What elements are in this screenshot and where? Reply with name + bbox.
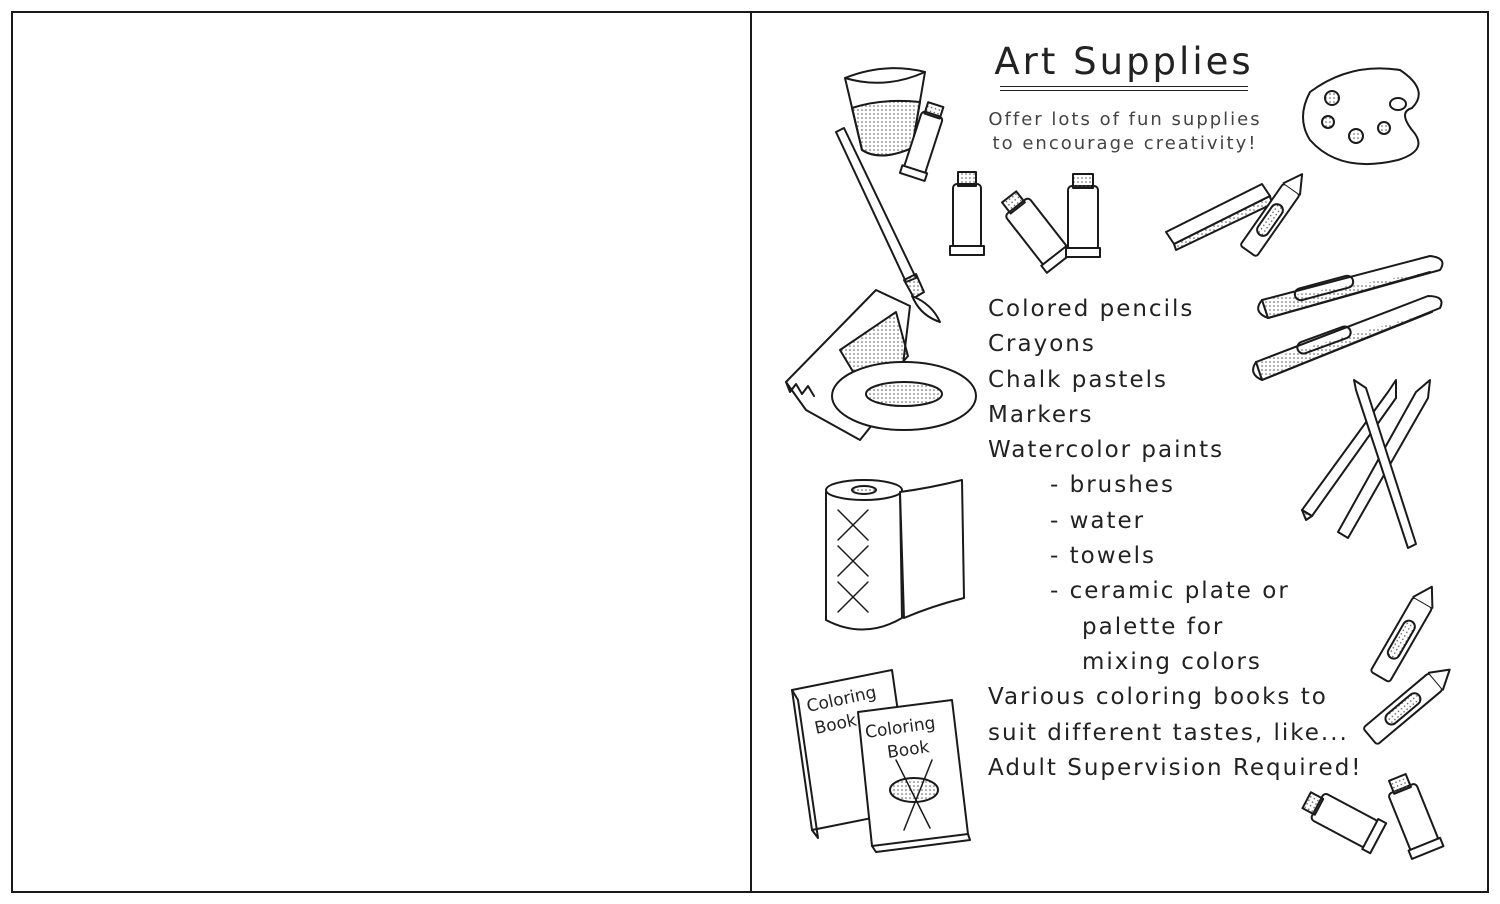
title-underline <box>1000 86 1248 87</box>
list-subitem: - ceramic plate or <box>1050 578 1290 605</box>
list-subitem-continued: mixing colors <box>1082 648 1262 675</box>
list-item: Markers <box>988 401 1094 428</box>
list-item: Adult Supervision Required! <box>988 754 1363 781</box>
subtitle-line: Offer lots of fun supplies <box>988 109 1262 130</box>
book-spread <box>11 11 1489 893</box>
list-item: suit different tastes, like... <box>988 719 1349 746</box>
list-subitem: - brushes <box>1050 472 1175 499</box>
page-divider <box>750 13 752 891</box>
supply-list: Colored pencils Crayons Chalk pastels Ma… <box>988 292 1363 786</box>
list-item: Chalk pastels <box>988 366 1168 393</box>
left-page-blank <box>13 13 750 891</box>
title-underline-double <box>1000 90 1248 91</box>
list-item: Various coloring books to <box>988 684 1328 711</box>
list-item: Colored pencils <box>988 296 1195 322</box>
page-title: Art Supplies <box>994 40 1254 83</box>
page-subtitle: Offer lots of fun supplies to encourage … <box>960 108 1290 156</box>
list-item: Watercolor paints <box>988 437 1225 464</box>
subtitle-line: to encourage creativity! <box>992 133 1258 154</box>
list-subitem: - towels <box>1050 543 1157 570</box>
list-subitem: - water <box>1050 507 1146 534</box>
list-subitem-continued: palette for <box>1082 613 1225 640</box>
list-item: Crayons <box>988 331 1096 358</box>
